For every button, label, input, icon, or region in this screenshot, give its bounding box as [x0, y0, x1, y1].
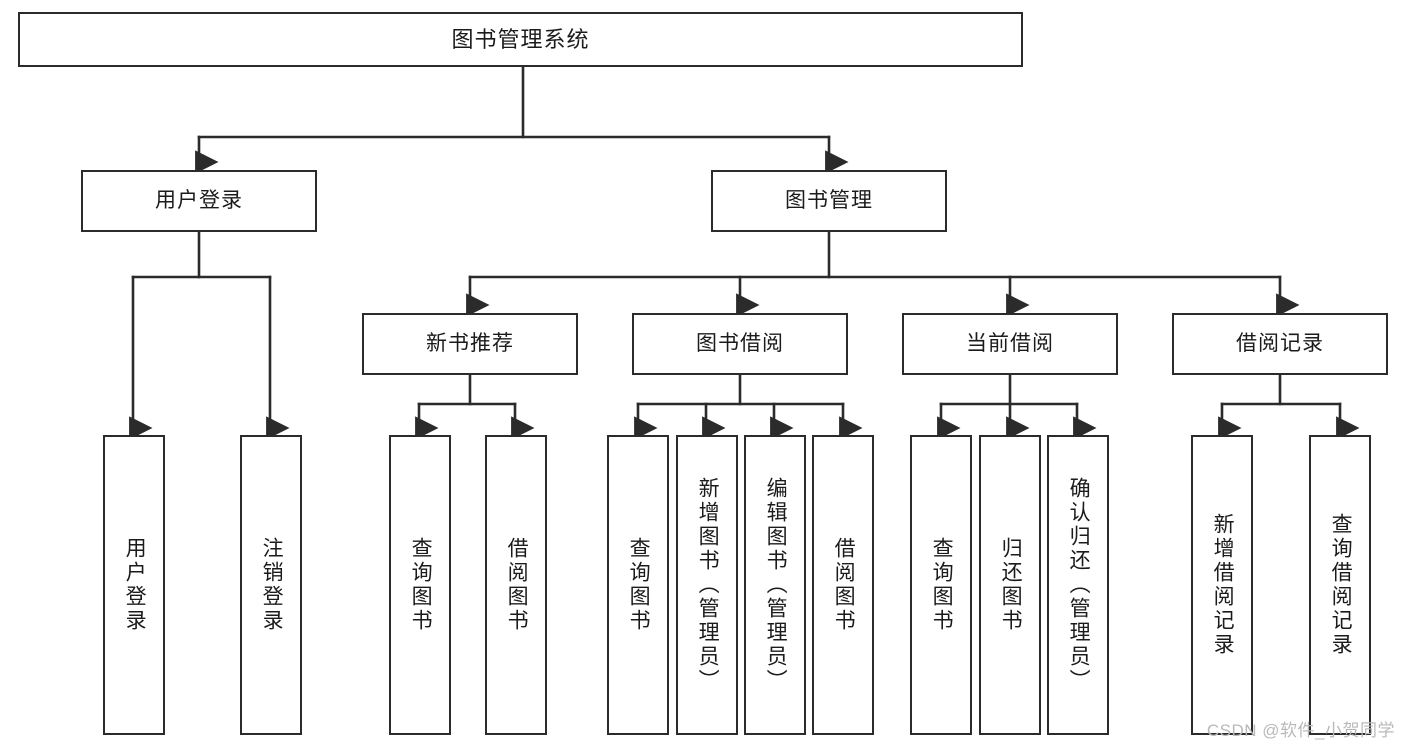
node-leaf-add-record-label: 新增借阅记录 [1211, 513, 1235, 657]
node-leaf-query-book-3[interactable]: 查询图书 [910, 435, 972, 735]
node-root[interactable]: 图书管理系统 [18, 12, 1023, 67]
node-leaf-add-book[interactable]: 新增图书（管理员） [676, 435, 738, 735]
node-user-login-label: 用户登录 [155, 188, 243, 212]
node-leaf-logout[interactable]: 注销登录 [240, 435, 302, 735]
node-leaf-query-record-label: 查询借阅记录 [1329, 513, 1353, 657]
watermark-text: CSDN @软件_小贺同学 [1206, 721, 1395, 740]
node-leaf-query-book-1-label: 查询图书 [409, 537, 433, 633]
node-leaf-confirm-return[interactable]: 确认归还（管理员） [1047, 435, 1109, 735]
node-current-borrow-label: 当前借阅 [966, 331, 1054, 355]
node-leaf-add-record[interactable]: 新增借阅记录 [1191, 435, 1253, 735]
node-leaf-borrow-book-2[interactable]: 借阅图书 [812, 435, 874, 735]
node-book-manage-label: 图书管理 [785, 188, 873, 212]
node-leaf-borrow-book-2-label: 借阅图书 [832, 537, 856, 633]
node-leaf-user-login[interactable]: 用户登录 [103, 435, 165, 735]
node-leaf-return-book[interactable]: 归还图书 [979, 435, 1041, 735]
node-book-manage[interactable]: 图书管理 [711, 170, 947, 232]
node-leaf-query-book-2-label: 查询图书 [627, 537, 651, 633]
node-leaf-borrow-book-1[interactable]: 借阅图书 [485, 435, 547, 735]
node-leaf-query-record[interactable]: 查询借阅记录 [1309, 435, 1371, 735]
node-user-login[interactable]: 用户登录 [81, 170, 317, 232]
node-leaf-query-book-3-label: 查询图书 [930, 537, 954, 633]
node-leaf-user-login-label: 用户登录 [123, 537, 147, 633]
node-leaf-query-book-2[interactable]: 查询图书 [607, 435, 669, 735]
node-new-book-rec[interactable]: 新书推荐 [362, 313, 578, 375]
node-new-book-rec-label: 新书推荐 [426, 331, 514, 355]
node-book-borrow[interactable]: 图书借阅 [632, 313, 848, 375]
node-leaf-edit-book[interactable]: 编辑图书（管理员） [744, 435, 806, 735]
node-leaf-edit-book-label: 编辑图书（管理员） [764, 477, 788, 693]
node-borrow-record-label: 借阅记录 [1236, 331, 1324, 355]
node-borrow-record[interactable]: 借阅记录 [1172, 313, 1388, 375]
node-leaf-logout-label: 注销登录 [260, 537, 284, 633]
node-current-borrow[interactable]: 当前借阅 [902, 313, 1118, 375]
node-leaf-confirm-return-label: 确认归还（管理员） [1067, 477, 1091, 693]
node-book-borrow-label: 图书借阅 [696, 331, 784, 355]
node-leaf-query-book-1[interactable]: 查询图书 [389, 435, 451, 735]
node-leaf-borrow-book-1-label: 借阅图书 [505, 537, 529, 633]
node-leaf-return-book-label: 归还图书 [999, 537, 1023, 633]
node-leaf-add-book-label: 新增图书（管理员） [696, 477, 720, 693]
node-root-label: 图书管理系统 [451, 26, 590, 52]
